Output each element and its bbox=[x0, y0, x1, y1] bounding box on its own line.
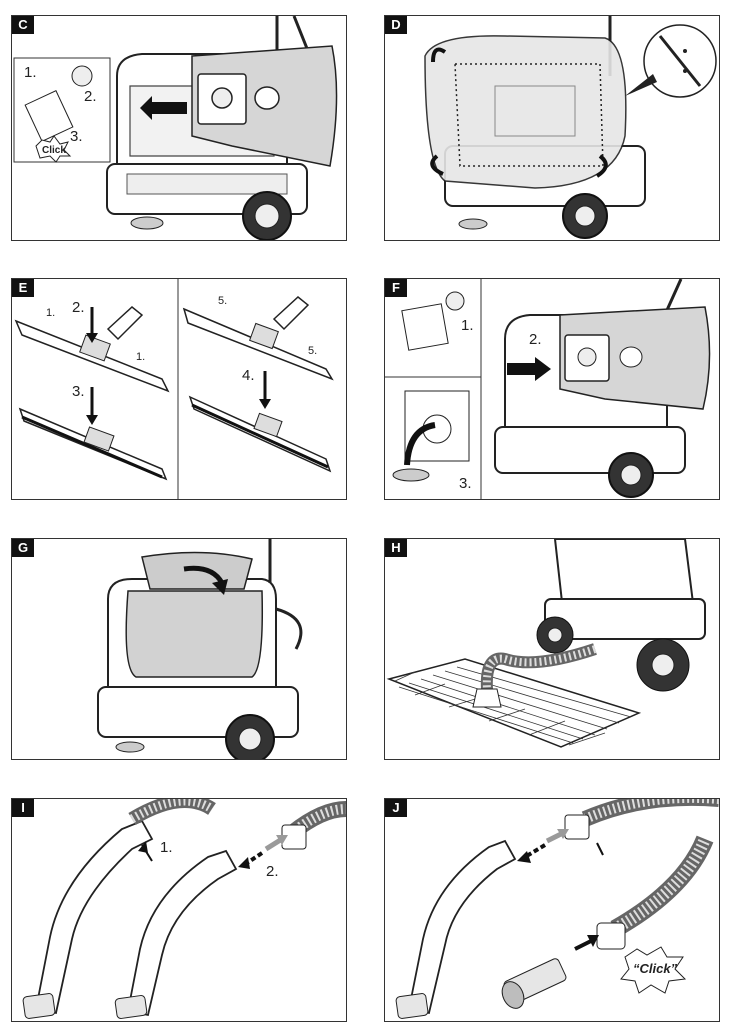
step-label: 2. bbox=[266, 863, 279, 880]
step-label: 3. bbox=[459, 475, 472, 492]
step-label: 1. bbox=[160, 839, 173, 856]
hose-handle-disconnect-illustration bbox=[22, 799, 346, 1019]
vacuum-bag-insert-illustration bbox=[13, 16, 338, 240]
panel-label: F bbox=[385, 279, 407, 297]
step-label: 2. bbox=[529, 331, 542, 348]
bag-remove-illustration bbox=[385, 279, 711, 499]
panel-label: E bbox=[12, 279, 34, 297]
step-label: 5. bbox=[308, 345, 318, 357]
panel-j: J “Click” bbox=[384, 798, 720, 1022]
panel-label: D bbox=[385, 16, 407, 34]
panel-label: J bbox=[385, 799, 407, 817]
step-label: 3. bbox=[70, 128, 83, 145]
panel-e: E 1. 2. 1. 3. 5. 5. 4. bbox=[11, 278, 347, 500]
panel-h: H bbox=[384, 538, 720, 760]
panel-label: I bbox=[12, 799, 34, 817]
panel-g: G bbox=[11, 538, 347, 760]
step-label: 3. bbox=[72, 383, 85, 400]
step-label: 1. bbox=[136, 351, 146, 363]
step-label: 2. bbox=[72, 299, 85, 316]
click-indicator: Click bbox=[42, 145, 66, 156]
step-label: 2. bbox=[84, 88, 97, 105]
bag-seal-illustration bbox=[424, 16, 717, 239]
wet-floor-hose-illustration bbox=[386, 539, 706, 748]
step-label: 4. bbox=[242, 367, 255, 384]
panel-i: I 1. 2. bbox=[11, 798, 347, 1022]
panel-label: H bbox=[385, 539, 407, 557]
floor-nozzle-strip-change-illustration bbox=[14, 279, 334, 499]
dirt-bag-insert-illustration bbox=[97, 539, 303, 759]
step-label: 5. bbox=[218, 295, 228, 307]
hose-adapter-connect-illustration bbox=[395, 799, 719, 1019]
step-label: 1. bbox=[461, 317, 474, 334]
panel-label: C bbox=[12, 16, 34, 34]
step-label: 1. bbox=[46, 307, 56, 319]
panel-f: F 1. 2. 3. bbox=[384, 278, 720, 500]
panel-c: C 1. 2. 3. Click bbox=[11, 15, 347, 241]
step-label: 1. bbox=[24, 64, 37, 81]
click-indicator: “Click” bbox=[633, 961, 678, 976]
panel-d: D bbox=[384, 15, 720, 241]
panel-label: G bbox=[12, 539, 34, 557]
